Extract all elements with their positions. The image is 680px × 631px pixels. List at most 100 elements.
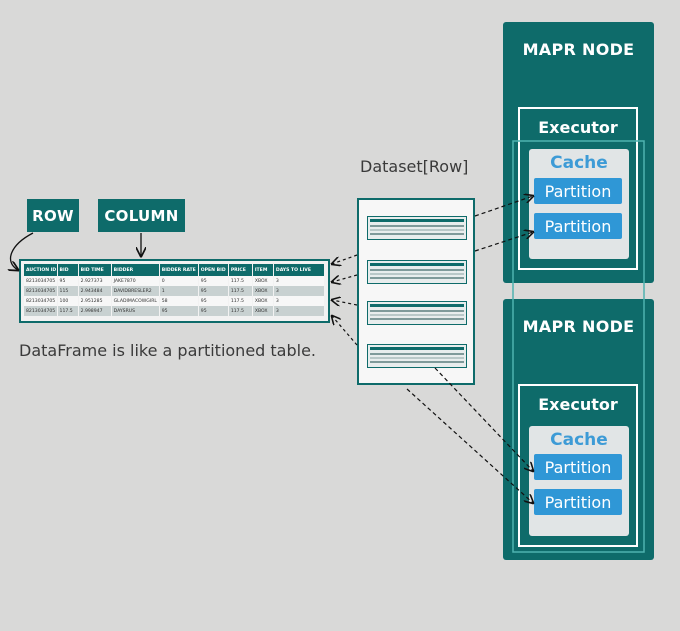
table-cell: 3	[273, 276, 326, 286]
dataset-panel	[357, 198, 475, 385]
table-cell: 3	[273, 296, 326, 306]
table-row: 8213034705 100 2.951285 GLADIMACOWGIRL 5…	[24, 296, 326, 306]
table-cell: 117.5	[57, 306, 79, 316]
executor-title: Executor	[538, 118, 618, 137]
table-cell: XBOX	[252, 276, 274, 286]
mapr-node-1: MAPR NODE Executor Cache Partition Parti…	[503, 22, 654, 283]
table-cell: 3	[273, 286, 326, 296]
header-bid: BID	[57, 264, 79, 276]
dataset-partition-table	[367, 344, 467, 368]
table-cell: GLADIMACOWGIRL	[111, 296, 160, 306]
header-bidder-rate: BIDDER RATE	[159, 264, 199, 276]
partition-block: Partition	[534, 454, 622, 480]
mini-row	[370, 233, 464, 235]
table-cell: 117.5	[228, 286, 253, 296]
table-cell: 8213034705	[24, 276, 58, 286]
table-cell: 2.943484	[78, 286, 112, 296]
dataframe-table: AUCTION ID BID BID TIME BIDDER BIDDER RA…	[19, 259, 330, 323]
header-days-to-live: DAYS TO LIVE	[273, 264, 326, 276]
table-cell: XBOX	[252, 306, 274, 316]
table-cell: 95	[198, 306, 229, 316]
table-cell: 1	[159, 286, 199, 296]
dataset-to-dataframe-arrow	[332, 300, 358, 305]
mini-row	[370, 277, 464, 279]
header-price: PRICE	[228, 264, 253, 276]
mini-row	[370, 229, 464, 231]
table-row: 8213034705 115 2.943484 DAVIDBRESLER2 1 …	[24, 286, 326, 296]
mini-row	[370, 225, 464, 227]
header-open-bid: OPEN BID	[198, 264, 229, 276]
table-cell: 95	[159, 306, 199, 316]
table-header-row: AUCTION ID BID BID TIME BIDDER BIDDER RA…	[24, 264, 326, 276]
node-title: MAPR NODE	[522, 40, 635, 59]
dataset-to-partition-arrow	[406, 388, 533, 503]
executor-2: Executor Cache Partition Partition	[518, 384, 638, 547]
table-cell: 8213034705	[24, 296, 58, 306]
mini-header	[370, 304, 464, 307]
header-bidder: BIDDER	[111, 264, 160, 276]
cache-2: Cache Partition Partition	[529, 426, 629, 536]
mini-row	[370, 273, 464, 275]
dataset-partition-table	[367, 260, 467, 284]
dataset-to-partition-arrow	[434, 367, 533, 471]
table-cell: 95	[198, 296, 229, 306]
dataset-to-dataframe-arrow	[332, 274, 358, 282]
executor-title: Executor	[538, 395, 618, 414]
table-row: 8213034705 117.5 2.998947 DAYSRUS 95 95 …	[24, 306, 326, 316]
mini-header	[370, 347, 464, 350]
table-cell: XBOX	[252, 296, 274, 306]
column-label: COLUMN	[98, 199, 185, 232]
table-cell: 100	[57, 296, 79, 306]
dataframe-caption: DataFrame is like a partitioned table.	[19, 341, 317, 360]
table-cell: 117.5	[228, 296, 253, 306]
partition-block: Partition	[534, 489, 622, 515]
mini-row	[370, 361, 464, 363]
mini-row	[370, 318, 464, 320]
table-cell: XBOX	[252, 286, 274, 296]
table-cell: 115	[57, 286, 79, 296]
mini-header	[370, 263, 464, 266]
cache-title: Cache	[550, 153, 608, 173]
partition-block: Partition	[534, 213, 622, 239]
table-cell: JAKE7870	[111, 276, 160, 286]
mini-row	[370, 314, 464, 316]
table-cell: 117.5	[228, 276, 253, 286]
table-cell: 95	[198, 276, 229, 286]
partition-block: Partition	[534, 178, 622, 204]
dataset-to-dataframe-arrow	[332, 316, 358, 346]
table-cell: 117.5	[228, 306, 253, 316]
row-label: ROW	[27, 199, 79, 232]
table-cell: 95	[57, 276, 79, 286]
mapr-node-2: MAPR NODE Executor Cache Partition Parti…	[503, 299, 654, 560]
dataset-partition-table	[367, 216, 467, 240]
dataset-partition-table	[367, 301, 467, 325]
header-auction-id: AUCTION ID	[24, 264, 58, 276]
dataset-to-partition-arrow	[474, 196, 533, 217]
dataset-title: Dataset[Row]	[360, 157, 469, 176]
table-cell: 8213034705	[24, 306, 58, 316]
partition-outline	[512, 140, 645, 553]
table-cell: DAYSRUS	[111, 306, 160, 316]
header-bid-time: BID TIME	[78, 264, 112, 276]
table-row: 8213034705 95 2.927373 JAKE7870 0 95 117…	[24, 276, 326, 286]
executor-1: Executor Cache Partition Partition	[518, 107, 638, 270]
table-cell: 2.998947	[78, 306, 112, 316]
header-item: ITEM	[252, 264, 274, 276]
table-cell: 95	[198, 286, 229, 296]
table-cell: 2.951285	[78, 296, 112, 306]
mini-row	[370, 353, 464, 355]
row-arrow	[11, 232, 34, 270]
cache-title: Cache	[550, 430, 608, 450]
mini-header	[370, 219, 464, 222]
node-title: MAPR NODE	[522, 317, 635, 336]
dataset-to-partition-arrow	[474, 232, 533, 252]
table-cell: 8213034705	[24, 286, 58, 296]
mini-row	[370, 357, 464, 359]
dataset-to-dataframe-arrow	[332, 254, 358, 264]
table-cell: DAVIDBRESLER2	[111, 286, 160, 296]
table-cell: 0	[159, 276, 199, 286]
table-cell: 3	[273, 306, 326, 316]
mini-row	[370, 310, 464, 312]
table-cell: 2.927373	[78, 276, 112, 286]
